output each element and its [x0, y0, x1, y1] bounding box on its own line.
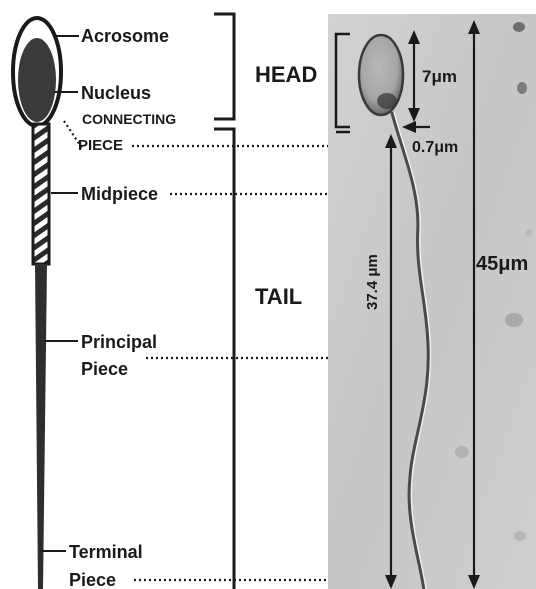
label-principal-piece: Piece	[81, 359, 128, 379]
measure-head-length: 7μm	[422, 67, 457, 86]
measure-total-length: 45μm	[476, 253, 528, 275]
label-nucleus: Nucleus	[81, 83, 151, 103]
measure-neck-width: 0.7μm	[412, 139, 458, 156]
region-brackets	[214, 14, 234, 589]
measure-tail-length: 37.4 μm	[364, 254, 381, 310]
micrograph-panel: 7μm 0.7μm 37.4 μm 45μm	[328, 14, 536, 589]
label-connecting-piece: PIECE	[78, 137, 123, 154]
schematic-sperm	[13, 18, 61, 589]
label-midpiece: Midpiece	[81, 184, 158, 204]
midpiece-helix	[33, 124, 49, 264]
label-connecting: CONNECTING	[82, 111, 176, 127]
label-acrosome: Acrosome	[81, 26, 169, 46]
label-principal: Principal	[81, 332, 157, 352]
head-bracket	[214, 14, 234, 119]
region-tail-label: TAIL	[255, 284, 302, 309]
label-terminal: Terminal	[69, 542, 143, 562]
principal-piece-tail	[35, 264, 47, 589]
micrograph-background	[328, 14, 536, 589]
label-terminal-piece: Piece	[69, 570, 116, 589]
nucleus-shape	[18, 38, 56, 122]
region-head-label: HEAD	[255, 62, 317, 87]
